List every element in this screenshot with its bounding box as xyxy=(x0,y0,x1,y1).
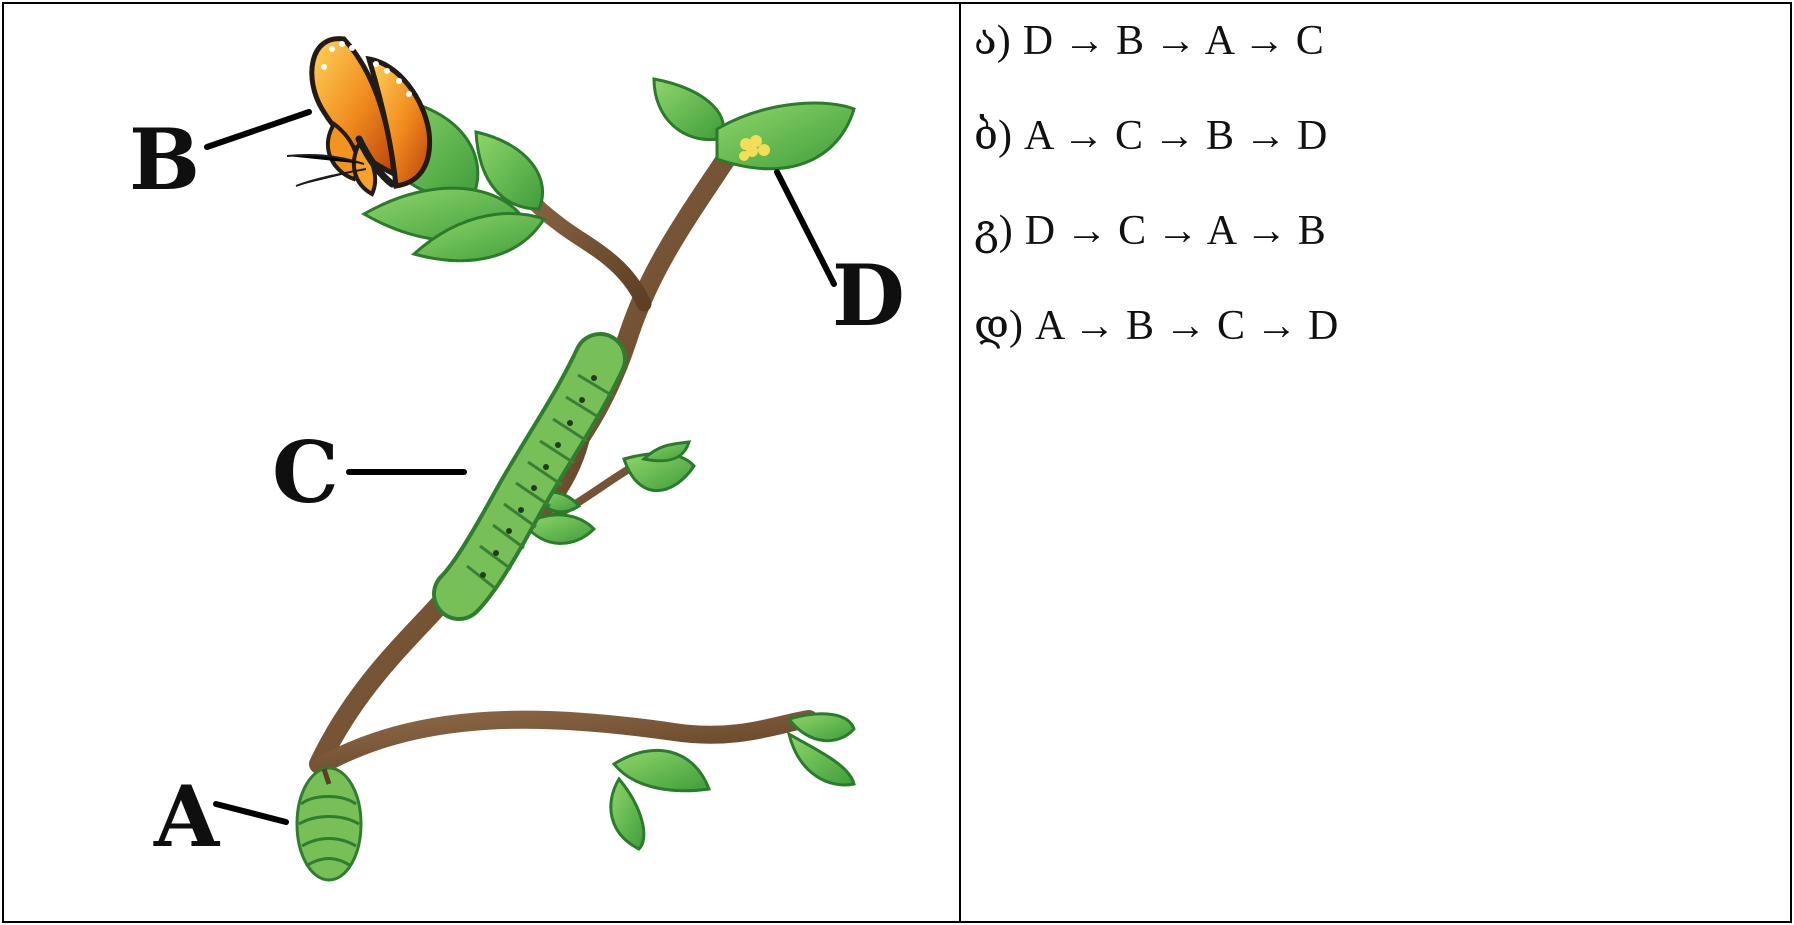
answer-option-b-sequence: A → C → B → D xyxy=(1023,113,1328,159)
answer-option-a-sequence: D → B → A → C xyxy=(1022,18,1324,64)
answer-option-b[interactable]: ბ) A → C → B → D xyxy=(974,109,1790,204)
label-b: B xyxy=(129,110,200,209)
answer-options-panel: ა) D → B → A → C ბ) A → C → B → D გ) D →… xyxy=(961,4,1790,921)
answer-option-d[interactable]: დ) A → B → C → D xyxy=(974,299,1790,394)
answer-option-d-sequence: A → B → C → D xyxy=(1035,303,1339,349)
answer-option-d-letter: დ) xyxy=(974,303,1023,349)
label-a: A xyxy=(153,767,221,866)
answer-option-c-letter: გ) xyxy=(974,208,1013,254)
chrysalis xyxy=(295,766,363,882)
caterpillar xyxy=(432,332,627,621)
answer-option-c-sequence: D → C → A → B xyxy=(1024,208,1326,254)
butterfly xyxy=(286,36,433,197)
answer-option-b-letter: ბ) xyxy=(974,113,1012,159)
answer-option-a-letter: ა) xyxy=(974,18,1011,64)
answer-option-c[interactable]: გ) D → C → A → B xyxy=(974,204,1790,299)
label-c: C xyxy=(272,423,339,522)
life-cycle-figure: B C D A xyxy=(4,4,961,921)
label-d: D xyxy=(832,246,905,345)
eggs-cluster xyxy=(739,135,770,161)
label-pointers xyxy=(204,109,837,825)
life-cycle-diagram: B C D A xyxy=(129,36,905,882)
answer-option-a[interactable]: ა) D → B → A → C xyxy=(974,14,1790,109)
